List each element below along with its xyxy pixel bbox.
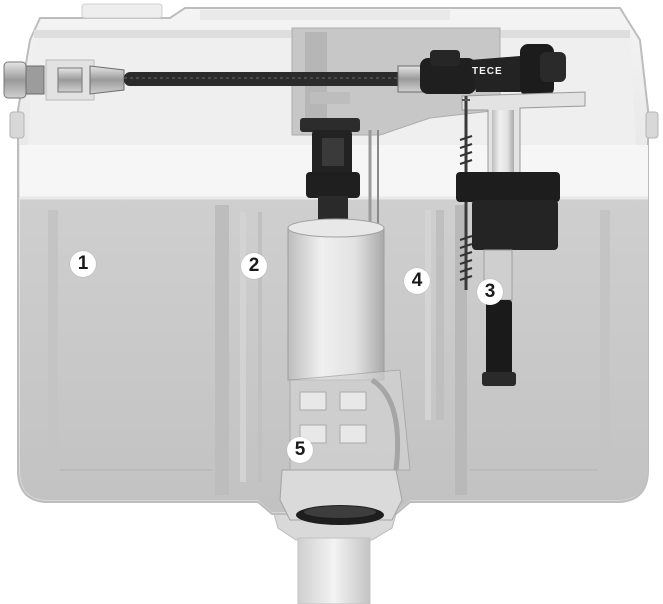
callout-3: 3	[477, 279, 503, 305]
callout-2: 2	[241, 253, 267, 279]
supply-hose	[3, 59, 425, 101]
brand-label: TECE	[472, 66, 503, 77]
callout-1: 1	[70, 251, 96, 277]
callout-4: 4	[404, 268, 430, 294]
callout-5: 5	[287, 437, 313, 463]
fill-valve	[420, 44, 586, 386]
